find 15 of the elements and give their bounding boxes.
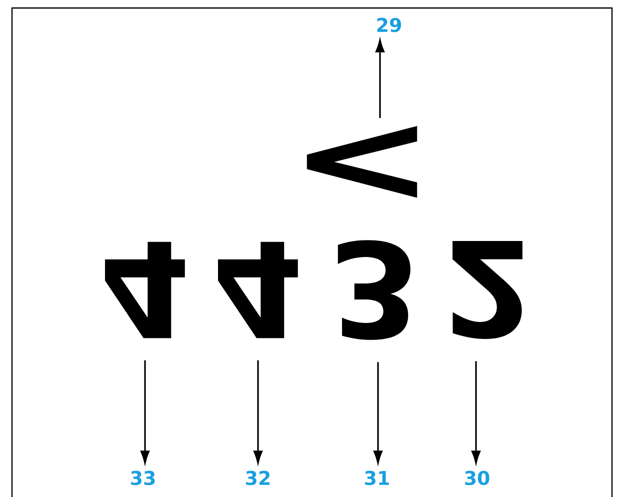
callout-number: 32: [246, 470, 270, 486]
callout-number: 31: [365, 470, 389, 486]
callout-number: 33: [131, 470, 155, 486]
arrow: [140, 360, 150, 464]
arrow: [375, 40, 385, 118]
flipped-character: 3: [338, 240, 410, 340]
arrow: [471, 361, 481, 464]
flipped-character: 2: [452, 241, 522, 339]
flipped-character: 4: [218, 242, 298, 338]
flipped-character: 4: [105, 242, 185, 338]
arrow: [253, 360, 263, 464]
callout-number: 30: [465, 470, 490, 486]
callout-number: 29: [377, 18, 401, 32]
flipped-character: <: [306, 126, 418, 198]
arrow: [373, 362, 383, 464]
